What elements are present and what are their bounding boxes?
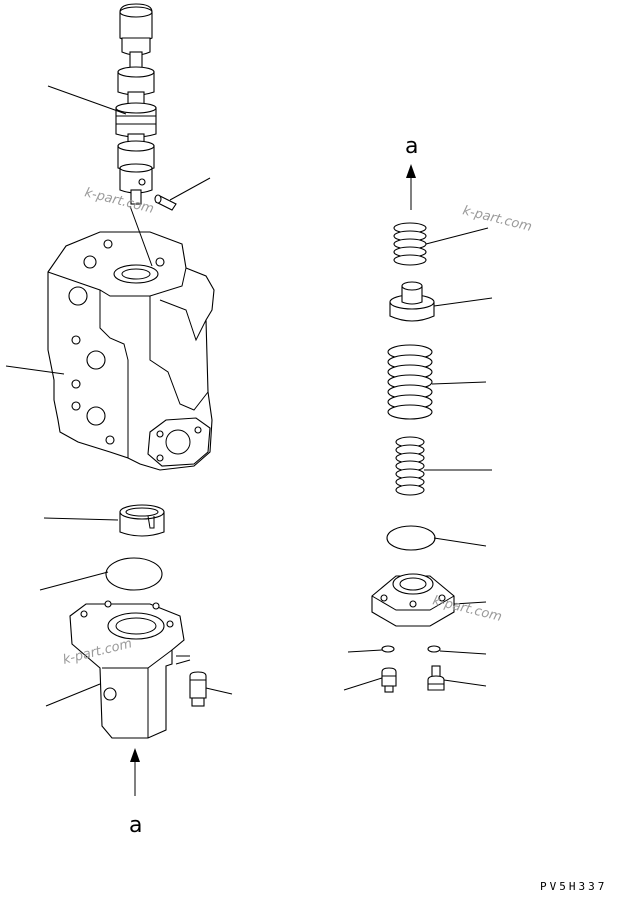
- cover: [69, 600, 191, 739]
- retainer: [371, 573, 455, 627]
- o-ring-left: [105, 557, 163, 591]
- spring-seat: [389, 281, 435, 322]
- arrow-label-top: a: [405, 134, 418, 159]
- spring-2: [387, 344, 433, 420]
- spool-assembly: [115, 3, 157, 205]
- drawing-code: PV5H337: [540, 880, 607, 893]
- leader-lines-right: [343, 227, 493, 691]
- arrow-up-top: [406, 164, 416, 210]
- bolt-right-2: [427, 665, 445, 691]
- valve-body: [47, 231, 215, 471]
- arrow-label-bottom: a: [129, 813, 142, 838]
- bolt-left: [189, 671, 207, 707]
- washer-left: [381, 645, 395, 653]
- bolt-right-1: [381, 667, 397, 693]
- arrow-up-bottom: [130, 748, 140, 796]
- o-ring-right: [386, 525, 436, 551]
- spring-3: [395, 436, 425, 496]
- watermark-text: k-part.com: [461, 203, 533, 235]
- spring-1: [393, 222, 427, 266]
- bushing: [119, 504, 165, 537]
- leader-lines-left: [5, 85, 233, 707]
- pin: [154, 194, 177, 211]
- watermark-text: k-part.com: [431, 593, 503, 625]
- washer-right: [427, 645, 441, 653]
